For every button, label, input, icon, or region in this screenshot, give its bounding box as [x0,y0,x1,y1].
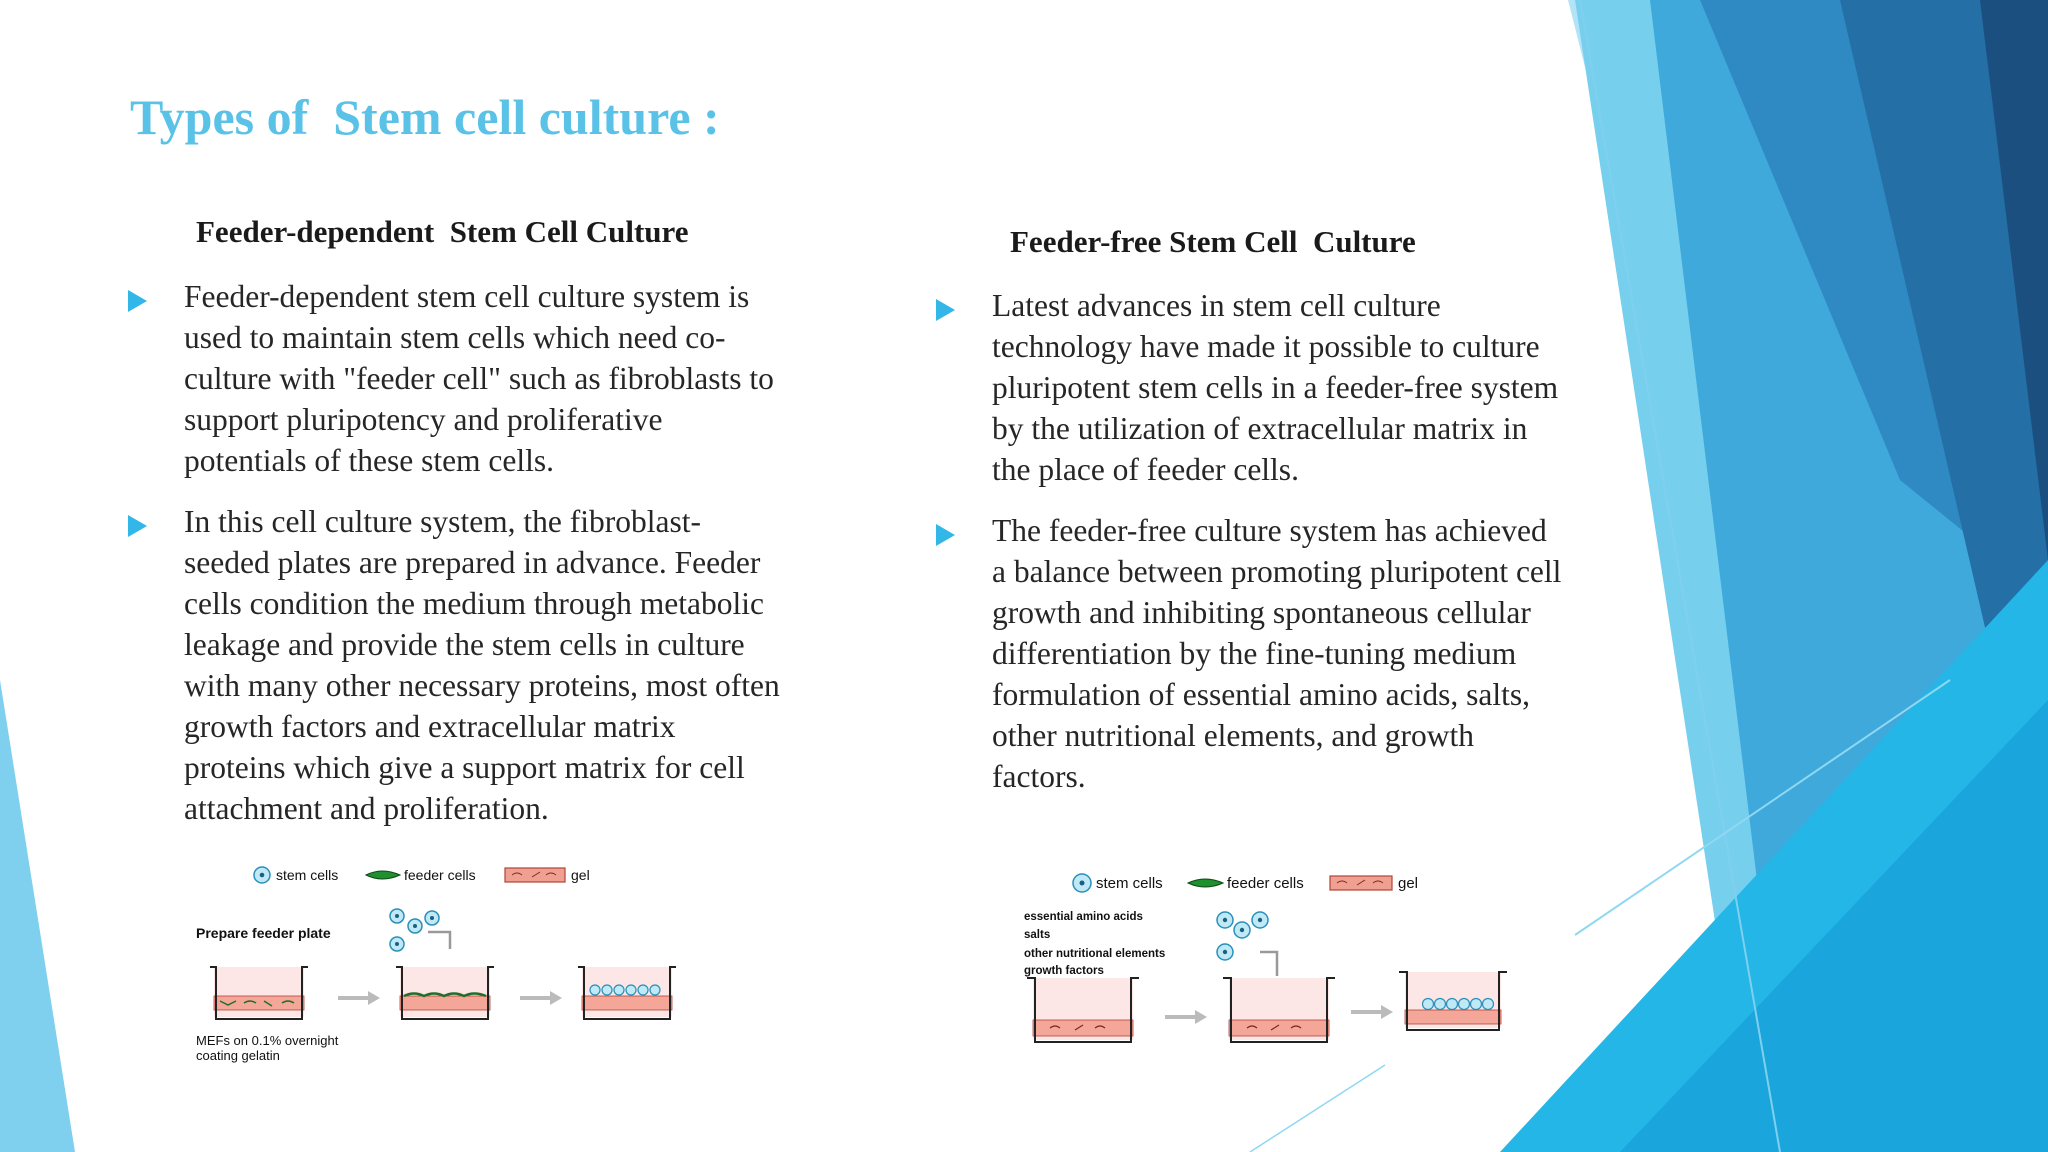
bullet-text: In this cell culture system, the fibrobl… [184,504,780,826]
svg-text:essential amino acids: essential amino acids [1024,911,1143,923]
legend-gel: gel [504,867,590,883]
legend-feeder-cells: feeder cells [1186,875,1304,892]
right-column-heading: Feeder-free Stem Cell Culture [1010,224,1416,259]
list-item: In this cell culture system, the fibrobl… [128,501,848,829]
svg-text:MEFs on 0.1% overnight: MEFs on 0.1% overnight [196,1033,339,1048]
svg-text:feeder cells: feeder cells [1227,875,1304,892]
slide-title: Types of Stem cell culture : [130,89,720,145]
svg-text:salts: salts [1024,929,1050,941]
culture-well-1 [210,966,308,1020]
left-bullet-list: Feeder-dependent stem cell culture syste… [128,276,848,849]
medium-components: essential amino acids salts other nutrit… [1024,911,1165,977]
svg-text:gel: gel [571,867,590,883]
bullet-text: Feeder-dependent stem cell culture syste… [184,279,774,478]
culture-well-2 [1223,977,1335,1043]
feeder-dependent-diagram: stem cells feeder cells gel Prepare feed… [196,866,676,1063]
step-label: Prepare feeder plate [196,925,331,941]
right-bullet-list: Latest advances in stem cell culture tec… [936,285,1636,817]
left-column-heading: Feeder-dependent Stem Cell Culture [196,214,689,249]
legend-stem-cells: stem cells [1072,873,1163,893]
culture-well-3 [578,966,676,1020]
triangle-bullet-icon [128,515,147,537]
list-item: Latest advances in stem cell culture tec… [936,285,1636,490]
svg-text:gel: gel [1398,875,1418,892]
feeder-free-diagram: stem cells feeder cells gel essential am… [1024,873,1507,1043]
culture-well-1 [1027,977,1139,1043]
bullet-text: The feeder-free culture system has achie… [992,513,1562,794]
svg-text:growth factors: growth factors [1024,965,1104,977]
bullet-text: Latest advances in stem cell culture tec… [992,288,1559,487]
list-item: Feeder-dependent stem cell culture syste… [128,276,848,481]
legend-stem-cells: stem cells [253,866,338,884]
svg-text:stem cells: stem cells [276,867,338,883]
legend-gel: gel [1329,875,1418,892]
svg-text:stem cells: stem cells [1096,875,1163,892]
svg-text:feeder cells: feeder cells [404,867,476,883]
culture-well-3 [1399,971,1507,1031]
list-item: The feeder-free culture system has achie… [936,510,1636,797]
triangle-bullet-icon [936,524,955,546]
triangle-bullet-icon [128,290,147,312]
triangle-bullet-icon [936,299,955,321]
svg-text:coating gelatin: coating gelatin [196,1048,280,1063]
legend-feeder-cells: feeder cells [364,867,476,883]
culture-well-2 [396,966,494,1020]
svg-text:other nutritional elements: other nutritional elements [1024,948,1165,960]
